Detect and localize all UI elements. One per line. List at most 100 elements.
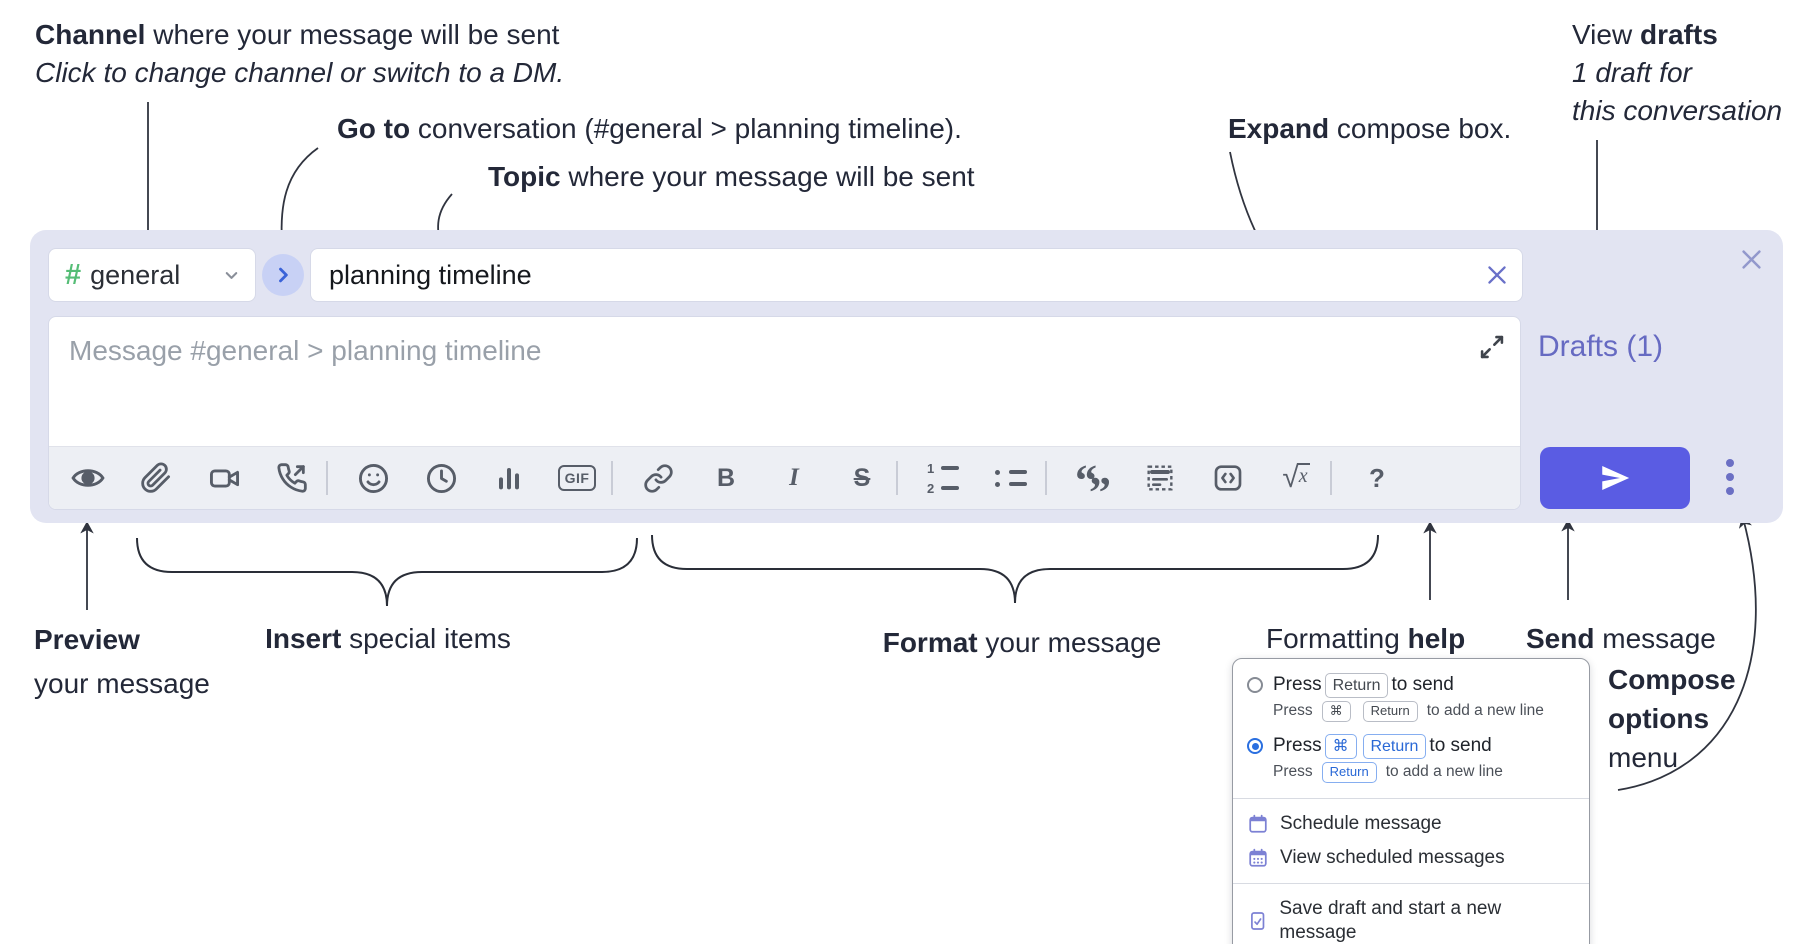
goto-note: Go to conversation (#general > planning … bbox=[337, 113, 962, 144]
toolbar-divider bbox=[896, 461, 898, 495]
close-compose-button[interactable] bbox=[1732, 240, 1770, 278]
phone-call-icon bbox=[277, 463, 307, 493]
format-note: Format your message bbox=[882, 627, 1162, 658]
bulleted-list-icon bbox=[995, 469, 1027, 487]
code-button[interactable] bbox=[1205, 455, 1251, 501]
ellipsis-dot bbox=[1726, 473, 1734, 481]
spoiler-icon bbox=[1147, 465, 1173, 491]
numbered-list-icon: 1 2 bbox=[927, 462, 959, 495]
italic-icon: I bbox=[789, 464, 799, 491]
menu-divider bbox=[1233, 883, 1589, 885]
chevron-down-icon bbox=[225, 271, 238, 279]
italic-button[interactable]: I bbox=[771, 455, 817, 501]
view-drafts-note: View drafts 1 draft for this conversatio… bbox=[1572, 19, 1783, 126]
link-icon bbox=[643, 463, 673, 493]
add-global-time-button[interactable] bbox=[418, 455, 464, 501]
bold-icon: B bbox=[716, 463, 736, 492]
menu-item-view-scheduled-messages[interactable]: View scheduled messages bbox=[1233, 841, 1589, 875]
add-gif-button[interactable]: GIF bbox=[554, 455, 600, 501]
toolbar-divider bbox=[326, 461, 328, 495]
quote-button[interactable]: “” bbox=[1069, 455, 1115, 517]
math-button[interactable]: √x bbox=[1273, 455, 1319, 501]
brace-format bbox=[651, 534, 1379, 604]
numbered-list-button[interactable]: 1 2 bbox=[920, 455, 966, 501]
paperclip-icon bbox=[141, 462, 170, 493]
channel-hash-icon: # bbox=[65, 258, 82, 291]
ellipsis-dot bbox=[1726, 459, 1734, 467]
expand-icon bbox=[1480, 335, 1504, 359]
arrow-goto bbox=[274, 147, 319, 245]
clock-icon bbox=[426, 463, 456, 493]
kbd-return: Return bbox=[1362, 700, 1418, 722]
send-plane-icon bbox=[1602, 465, 1630, 491]
strikethrough-icon: S bbox=[853, 463, 871, 492]
preview-button[interactable] bbox=[65, 455, 111, 501]
preview-note: Preview your message bbox=[34, 624, 210, 699]
expand-note: Expand compose box. bbox=[1228, 113, 1512, 144]
message-box: GIF B I S 1 2 bbox=[48, 316, 1521, 517]
send-note: Send message bbox=[1526, 623, 1716, 654]
bar-chart-icon bbox=[499, 468, 519, 490]
attach-file-button[interactable] bbox=[133, 455, 179, 501]
video-call-button[interactable] bbox=[201, 455, 247, 501]
toolbar-divider bbox=[611, 461, 613, 495]
send-button[interactable] bbox=[1540, 447, 1690, 509]
kbd-cmd: ⌘ bbox=[1324, 734, 1357, 760]
menu-divider bbox=[1233, 798, 1589, 800]
add-poll-button[interactable] bbox=[486, 455, 532, 501]
quote-icon: “” bbox=[1075, 456, 1111, 517]
message-input[interactable] bbox=[51, 319, 1517, 469]
compose-options-menu-button[interactable] bbox=[1722, 459, 1738, 495]
compose-box: # general bbox=[30, 230, 1783, 523]
math-icon: √x bbox=[1282, 461, 1310, 494]
kbd-cmd: ⌘ bbox=[1321, 700, 1351, 722]
kbd-return: Return bbox=[1362, 734, 1427, 760]
draft-check-icon bbox=[1251, 912, 1265, 931]
compose-toolbar: GIF B I S 1 2 bbox=[49, 446, 1520, 517]
channel-selector-button[interactable]: # general bbox=[48, 248, 256, 302]
radio-selected-icon[interactable] bbox=[1247, 738, 1263, 755]
video-camera-icon bbox=[209, 468, 239, 488]
close-icon bbox=[1741, 249, 1761, 269]
calendar-icon bbox=[1249, 814, 1267, 833]
formatting-help-note: Formatting help bbox=[1266, 623, 1466, 654]
voice-call-button[interactable] bbox=[269, 455, 315, 501]
radio-unselected-icon[interactable] bbox=[1247, 677, 1263, 694]
channel-name: general bbox=[90, 259, 181, 290]
emoji-button[interactable] bbox=[350, 455, 396, 501]
drafts-link[interactable]: Drafts (1) bbox=[1538, 330, 1664, 363]
expand-compose-button[interactable] bbox=[1478, 333, 1508, 363]
insert-note: Insert special items bbox=[265, 623, 511, 654]
chevron-right-icon bbox=[279, 267, 288, 283]
formatting-help-button[interactable]: ? bbox=[1354, 455, 1400, 501]
toolbar-divider bbox=[1330, 461, 1332, 495]
code-icon bbox=[1214, 465, 1242, 491]
brace-insert bbox=[136, 537, 638, 607]
topic-input[interactable] bbox=[310, 248, 1523, 302]
channel-note: Channel where your message will be sent … bbox=[35, 19, 565, 88]
clear-topic-button[interactable] bbox=[1483, 261, 1511, 289]
question-mark-icon: ? bbox=[1369, 462, 1385, 493]
go-to-conversation-button[interactable] bbox=[262, 254, 304, 296]
ellipsis-dot bbox=[1726, 487, 1734, 495]
kbd-return: Return bbox=[1324, 673, 1389, 699]
calendar-grid-icon bbox=[1249, 848, 1267, 867]
menu-item-schedule-message[interactable]: Schedule message bbox=[1233, 807, 1589, 841]
smiley-icon bbox=[358, 463, 388, 493]
toolbar-divider bbox=[1045, 461, 1047, 495]
menu-item-save-draft[interactable]: Save draft and start a new message bbox=[1233, 892, 1589, 944]
strikethrough-button[interactable]: S bbox=[839, 455, 885, 501]
bold-button[interactable]: B bbox=[703, 455, 749, 501]
spoiler-button[interactable] bbox=[1137, 455, 1183, 501]
close-icon bbox=[1488, 266, 1506, 284]
bulleted-list-button[interactable] bbox=[988, 455, 1034, 501]
compose-options-note: Compose options menu bbox=[1608, 664, 1736, 773]
gif-icon: GIF bbox=[557, 465, 597, 491]
link-button[interactable] bbox=[635, 455, 681, 501]
eye-icon bbox=[71, 469, 105, 487]
topic-field-wrap bbox=[310, 248, 1523, 302]
